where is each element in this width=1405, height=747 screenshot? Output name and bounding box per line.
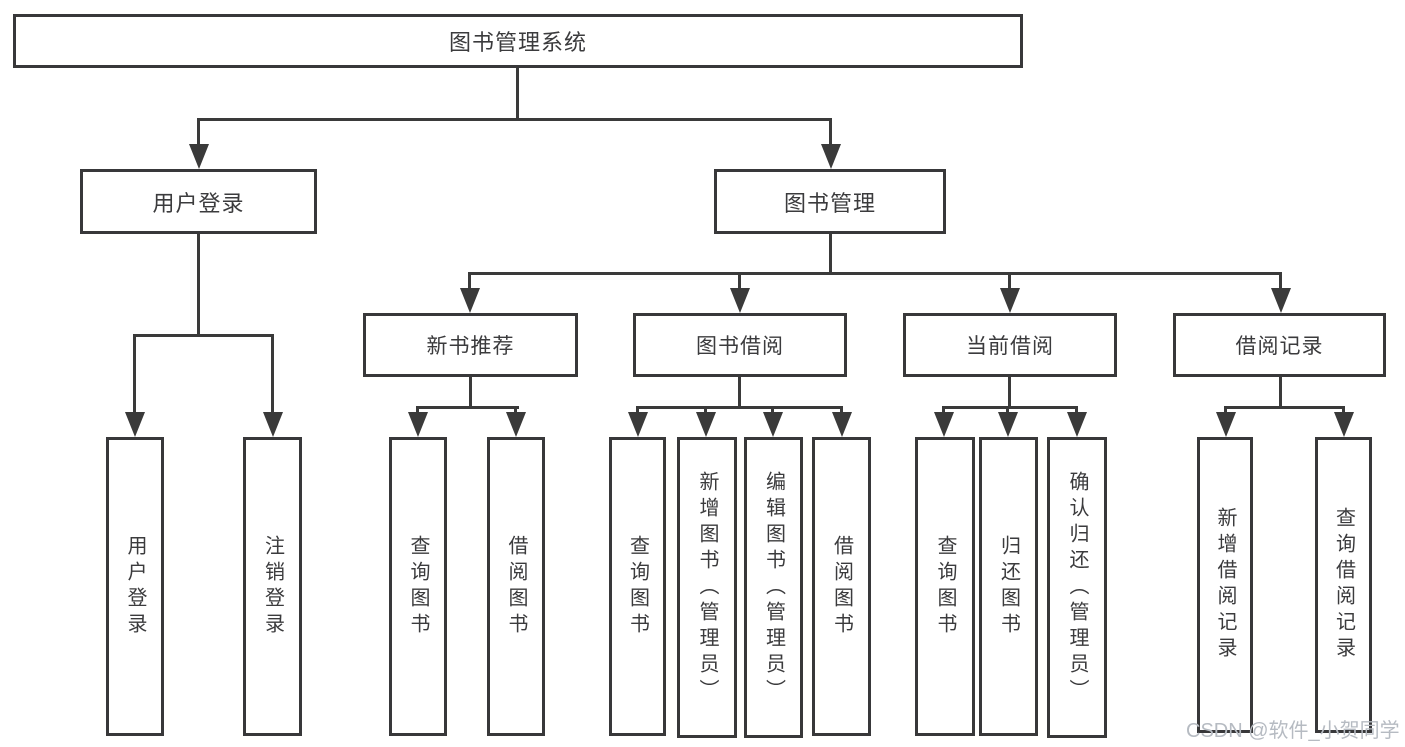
leaf-label: 新增图书（管理员）	[696, 470, 718, 705]
node-book-management: 图书管理	[714, 169, 946, 234]
connector-arrow	[636, 406, 639, 412]
leaf-label: 查询图书	[934, 534, 956, 639]
leaf-logout-login: 注销登录	[243, 437, 302, 736]
connector-arrow	[1279, 272, 1282, 288]
leaf-label: 归还图书	[997, 534, 1020, 639]
leaf-label: 新增借阅记录	[1214, 507, 1236, 663]
connector-line	[942, 406, 1078, 409]
leaf-label: 用户登录	[124, 534, 146, 639]
csdn-watermark: CSDN @软件_小贺同学	[1186, 720, 1400, 742]
connector-line	[197, 118, 832, 121]
leaf-label: 查询图书	[407, 534, 429, 639]
connector-line	[1224, 406, 1345, 409]
node-label: 图书管理系统	[448, 30, 587, 55]
node-root-library-system: 图书管理系统	[13, 14, 1023, 68]
connector-arrow	[738, 272, 741, 288]
connector-line	[636, 406, 843, 409]
connector-line	[133, 334, 274, 337]
leaf-user-login: 用户登录	[106, 437, 164, 736]
connector-arrow	[1342, 406, 1345, 412]
leaf-borrow-query-book: 查询图书	[609, 437, 666, 736]
leaf-records-add-record: 新增借阅记录	[1197, 437, 1253, 733]
connector-arrow	[1006, 406, 1009, 412]
leaf-current-confirm-return-admin: 确认归还（管理员）	[1047, 437, 1107, 738]
node-label: 借阅记录	[1235, 335, 1324, 358]
node-new-book-recommend: 新书推荐	[363, 313, 578, 377]
connector-line	[1279, 377, 1282, 409]
connector-arrow	[1008, 272, 1011, 288]
connector-arrow	[771, 406, 774, 412]
leaf-label: 注销登录	[261, 534, 284, 639]
node-label: 图书管理	[783, 190, 876, 216]
leaf-label: 编辑图书（管理员）	[762, 470, 785, 705]
leaf-newbook-query-book: 查询图书	[389, 437, 447, 736]
connector-line	[469, 377, 472, 409]
node-borrow-records: 借阅记录	[1173, 313, 1386, 377]
leaf-label: 借阅图书	[830, 534, 853, 639]
connector-line	[738, 377, 741, 409]
connector-arrow	[514, 406, 517, 412]
leaf-borrow-edit-book-admin: 编辑图书（管理员）	[744, 437, 803, 738]
connector-line	[516, 68, 519, 121]
connector-arrow	[829, 118, 832, 144]
connector-arrow	[416, 406, 419, 412]
leaf-current-return-book: 归还图书	[979, 437, 1038, 736]
connector-line	[468, 272, 1282, 275]
connector-arrow	[468, 272, 471, 288]
leaf-records-query-record: 查询借阅记录	[1315, 437, 1372, 733]
node-user-login: 用户登录	[80, 169, 317, 234]
node-book-borrow: 图书借阅	[633, 313, 847, 377]
connector-line	[1008, 377, 1011, 409]
node-label: 用户登录	[152, 190, 245, 216]
node-label: 新书推荐	[426, 335, 515, 358]
leaf-borrow-borrow-book: 借阅图书	[812, 437, 871, 736]
leaf-label: 查询借阅记录	[1332, 507, 1355, 663]
connector-arrow	[704, 406, 707, 412]
node-current-borrow: 当前借阅	[903, 313, 1117, 377]
connector-arrow	[133, 334, 136, 412]
connector-arrow	[271, 334, 274, 412]
connector-line	[197, 234, 200, 337]
connector-line	[416, 406, 519, 409]
node-label: 当前借阅	[966, 335, 1054, 358]
connector-line	[829, 234, 832, 275]
leaf-borrow-add-book-admin: 新增图书（管理员）	[677, 437, 737, 738]
connector-arrow	[197, 118, 200, 144]
leaf-label: 查询图书	[626, 534, 649, 639]
leaf-label: 借阅图书	[505, 534, 527, 639]
connector-arrow	[942, 406, 945, 412]
connector-arrow	[1075, 406, 1078, 412]
leaf-newbook-borrow-book: 借阅图书	[487, 437, 545, 736]
leaf-current-query-book: 查询图书	[915, 437, 975, 736]
connector-arrow	[1224, 406, 1227, 412]
connector-arrow	[840, 406, 843, 412]
node-label: 图书借阅	[696, 335, 784, 358]
leaf-label: 确认归还（管理员）	[1066, 470, 1088, 705]
